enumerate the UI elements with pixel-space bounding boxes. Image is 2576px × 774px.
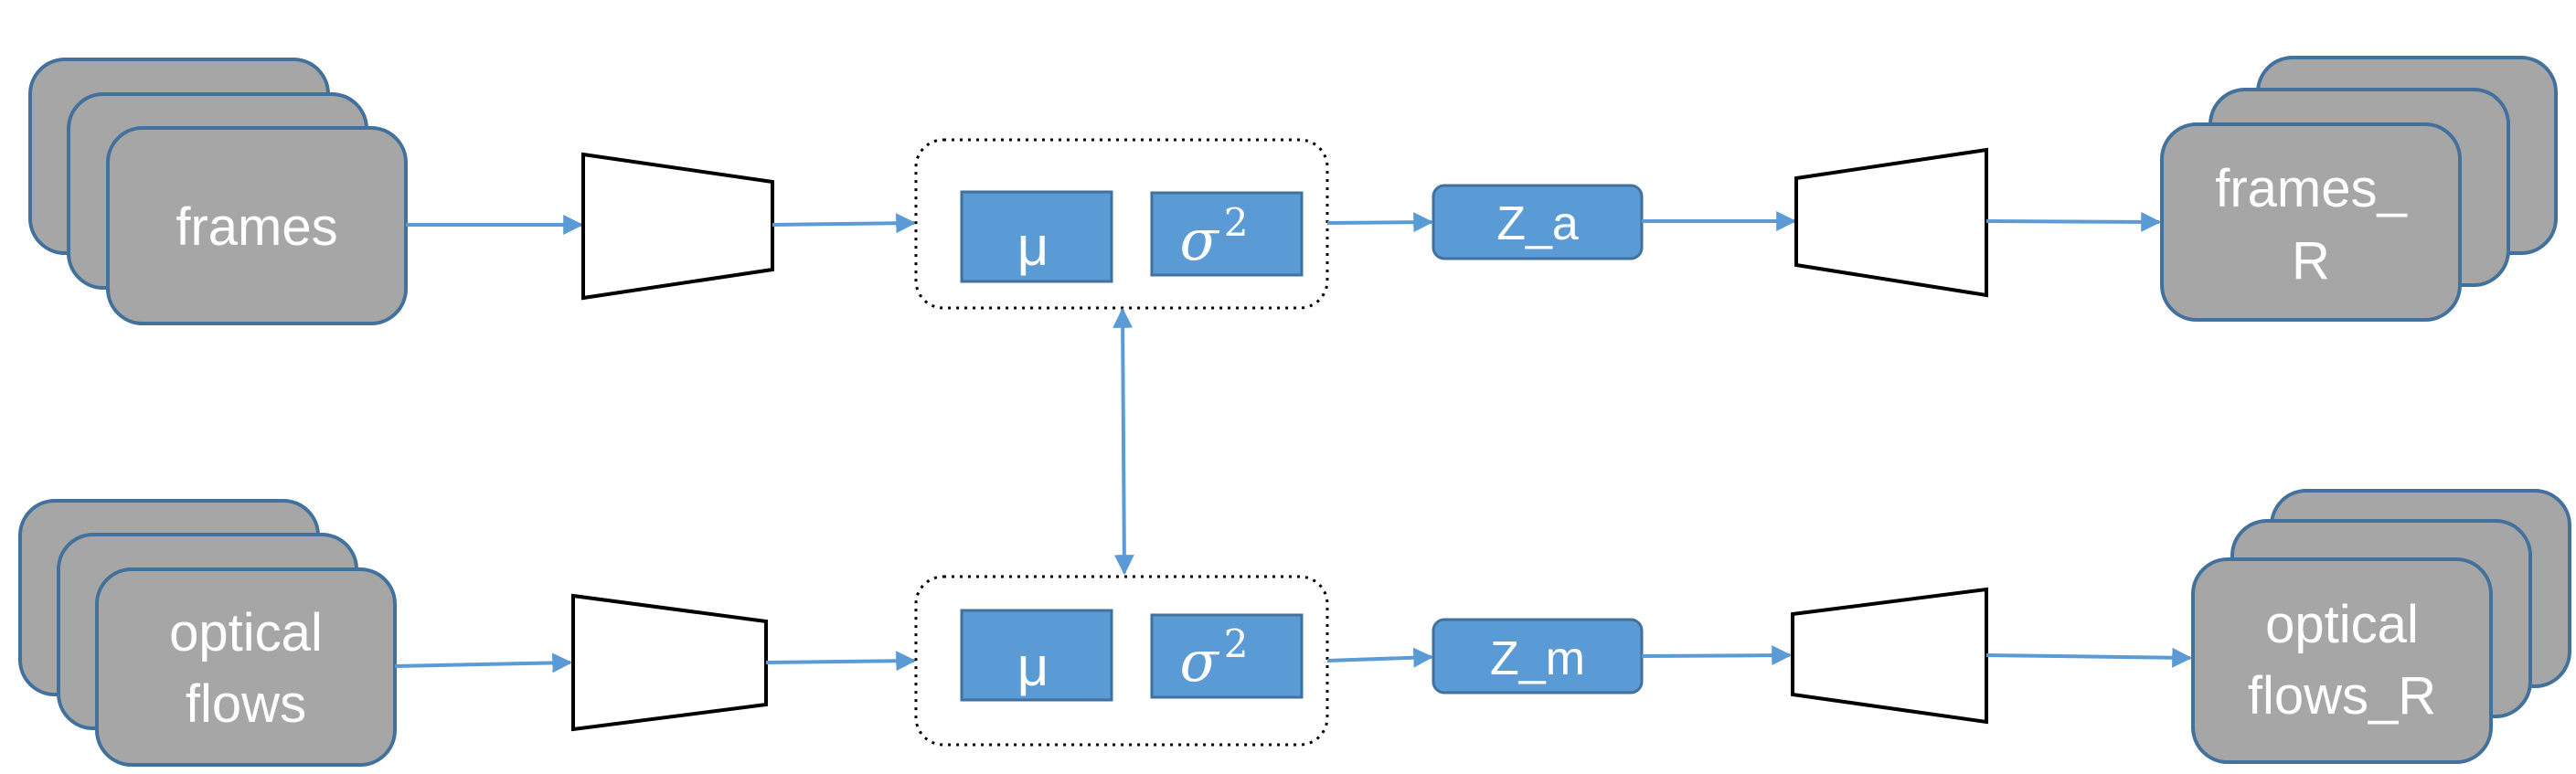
- stack-front-card: [2160, 122, 2462, 322]
- frames-label: frames: [176, 197, 337, 257]
- frames-input-stack: frames: [28, 58, 408, 325]
- top-encoder-trapezoid: [581, 152, 774, 301]
- bottom-sigma-exponent: 2: [1224, 621, 1249, 666]
- top-decoder-trapezoid: [1794, 147, 1988, 298]
- bottom-sigma-symbol: σ: [1179, 628, 1219, 694]
- top-sigma-exponent: 2: [1224, 200, 1249, 245]
- arrow-flows-to-encoder: [394, 652, 573, 673]
- top-mu-label: μ: [1017, 216, 1049, 277]
- optical-flows-r-label-line1: optical: [2265, 595, 2419, 654]
- arrow-encoder-to-params-top: [772, 213, 917, 234]
- arrow-encoder-to-params-bottom: [765, 651, 917, 672]
- za-latent-box: Z_a: [1432, 184, 1644, 260]
- bottom-mu-box: [960, 609, 1113, 702]
- za-label: Z_a: [1496, 197, 1579, 250]
- bidirectional-arrow-params: [1112, 307, 1134, 576]
- optical-flows-r-label-line2: flows_R: [2248, 666, 2436, 726]
- optical-flows-r-output-stack: optical flows_R: [2191, 489, 2571, 764]
- optical-flows-input-stack: optical flows: [18, 499, 397, 767]
- top-sigma-symbol: σ: [1179, 207, 1219, 273]
- bottom-params-dotted-border: [914, 575, 1329, 747]
- bottom-decoder-trapezoid: [1791, 587, 1988, 725]
- top-mu-box: [960, 190, 1113, 283]
- arrow-decoder-to-flows-r: [1985, 647, 2193, 668]
- bottom-sigma-box: [1150, 613, 1304, 699]
- top-sigma-box: [1150, 191, 1304, 277]
- arrow-params-to-zm: [1326, 647, 1434, 668]
- bottom-mu-label: μ: [1017, 636, 1049, 697]
- optical-flows-label-line1: optical: [169, 603, 323, 663]
- frames-r-label-line2: R: [2292, 231, 2330, 291]
- arrow-params-to-za: [1326, 212, 1434, 233]
- arrow-zm-to-decoder: [1641, 645, 1793, 666]
- optical-flows-label-line2: flows: [186, 674, 306, 734]
- stack-front-card: [2191, 557, 2493, 764]
- zm-latent-box: Z_m: [1432, 618, 1644, 694]
- bottom-encoder-trapezoid: [571, 593, 768, 732]
- frames-r-label-line1: frames_: [2215, 159, 2407, 218]
- zm-label: Z_m: [1490, 632, 1585, 685]
- frames-r-output-stack: frames_ R: [2160, 56, 2558, 322]
- arrow-decoder-to-frames-r: [1985, 211, 2162, 232]
- stack-front-card: [95, 567, 397, 767]
